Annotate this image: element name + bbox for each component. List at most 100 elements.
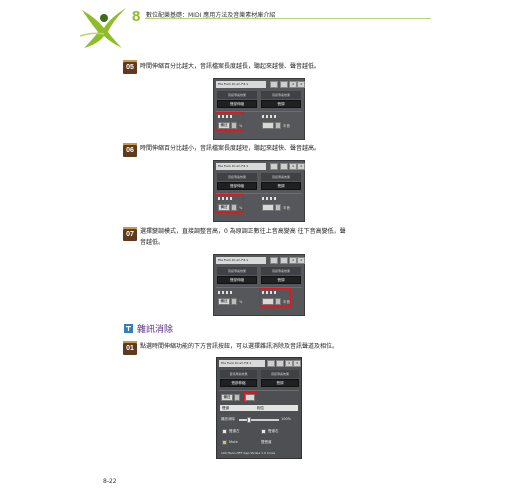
chapter-logo-icon bbox=[79, 8, 126, 48]
panel-pct: % bbox=[239, 206, 243, 210]
panel-stepper bbox=[231, 204, 237, 211]
panel-stepper bbox=[275, 122, 281, 129]
panel-divider bbox=[216, 193, 302, 194]
section-title: 雜訊消除 bbox=[137, 325, 174, 335]
step-text: 選擇變調模式，直接調整音高，0 為原調正數往上音高變高 往下音高變低，聲 bbox=[140, 228, 346, 235]
chapter-number: 8 bbox=[132, 8, 141, 25]
panel-title: File Funk Drum Fill 1 bbox=[216, 81, 266, 88]
step-badge: 05 bbox=[123, 60, 137, 74]
noise-row bbox=[220, 405, 298, 411]
settings-icon bbox=[280, 81, 288, 88]
time-sig-b: 4 bbox=[297, 81, 305, 88]
highlight-box bbox=[215, 194, 244, 213]
screenshot-panel: File Funk Drum Fill 1 4 4 音訊專案效果 音訊專案效果 … bbox=[213, 254, 305, 316]
panel-unit: 半音 bbox=[283, 300, 290, 304]
panel-head-left: 音訊專案效果 bbox=[217, 173, 257, 181]
label-phase: 相位 bbox=[257, 406, 264, 410]
panel-value-box bbox=[262, 122, 274, 129]
panel-stepper bbox=[275, 298, 281, 305]
panel-field-right: 聲調 bbox=[261, 100, 301, 108]
panel-pct: % bbox=[239, 300, 243, 304]
panel-head-right: 音訊專案效果 bbox=[261, 91, 301, 99]
panel-field-right: 聲調 bbox=[261, 276, 301, 284]
label-right: 聲道右 bbox=[268, 429, 279, 433]
time-sig-b: 4 bbox=[293, 360, 301, 367]
highlight-box bbox=[259, 288, 291, 307]
label-mute: Mute bbox=[229, 440, 238, 444]
label-stereo: 雙聲道 bbox=[261, 440, 272, 444]
panel-head-left: 音訊專案效果 bbox=[220, 370, 257, 378]
panel-head-left: 音訊專案效果 bbox=[217, 267, 257, 275]
noise-slider bbox=[239, 419, 279, 421]
record-icon bbox=[267, 360, 275, 367]
page-number: 8-22 bbox=[103, 478, 117, 485]
panel-dots bbox=[218, 115, 232, 118]
screenshot-panel: File Funk Drum Fill 1 4 4 音訊專案效果 音訊專案效果 … bbox=[213, 160, 305, 222]
panel-stepper bbox=[231, 298, 237, 305]
time-sig-a: 4 bbox=[289, 257, 297, 264]
panel-value-box: 備註 bbox=[221, 394, 233, 401]
checkbox bbox=[261, 429, 266, 434]
panel-unit: 半音 bbox=[283, 124, 290, 128]
panel-head-left: 音訊專案效果 bbox=[217, 91, 257, 99]
noise-panel-screenshot: File Funk Drum Fill 1 4 4 音訊專案效果 音訊專案效果 … bbox=[216, 357, 302, 459]
panel-head-right: 音訊專案效果 bbox=[261, 370, 299, 378]
panel-divider bbox=[219, 390, 299, 391]
label-left: 聲道左 bbox=[229, 429, 240, 433]
panel-title: File Funk Drum Fill 1 bbox=[216, 257, 266, 264]
time-sig-a: 4 bbox=[289, 81, 297, 88]
panel-pct: % bbox=[239, 124, 243, 128]
label-channel: 聲道 bbox=[222, 406, 229, 410]
settings-icon bbox=[280, 257, 288, 264]
time-sig-b: 4 bbox=[297, 163, 305, 170]
settings-icon bbox=[280, 163, 288, 170]
panel-value-box: 備註 bbox=[218, 122, 230, 129]
panel-divider bbox=[216, 287, 302, 288]
highlight-box bbox=[215, 112, 244, 131]
record-icon bbox=[270, 257, 278, 264]
checkbox bbox=[222, 440, 227, 445]
panel-value-box bbox=[245, 394, 255, 401]
checkbox bbox=[222, 429, 227, 434]
label-noise-removal: 雜訊消除 bbox=[221, 417, 235, 421]
panel-unit: 半音 bbox=[283, 206, 290, 210]
header-rule bbox=[145, 18, 431, 19]
step-badge: 06 bbox=[123, 143, 137, 157]
record-icon bbox=[270, 163, 278, 170]
panel-value-box: 備註 bbox=[218, 298, 230, 305]
highlight-box bbox=[219, 415, 238, 424]
time-sig-b: 4 bbox=[297, 257, 305, 264]
panel-field-right: 聲調 bbox=[261, 182, 301, 190]
panel-dots bbox=[262, 197, 276, 200]
panel-field-right: 聲調 bbox=[261, 379, 299, 387]
panel-field-left: 聲部伸縮 bbox=[217, 182, 257, 190]
panel-divider bbox=[216, 111, 302, 112]
highlight-box bbox=[244, 392, 258, 402]
panel-title: File Funk Drum Fill 1 bbox=[219, 360, 265, 367]
panel-field-left: 聲部伸縮 bbox=[217, 100, 257, 108]
step-text: 時間伸縮百分比越小，音訊檔案長度越短，聽起來越快、聲音越高。 bbox=[140, 145, 321, 152]
panel-stepper bbox=[231, 122, 237, 129]
chapter-title: 數位配樂基礎：MIDI 應用方法及音樂素材庫介紹 bbox=[146, 12, 276, 19]
panel-value-box: 備註 bbox=[218, 204, 230, 211]
screenshot-panel: File Funk Drum Fill 1 4 4 音訊專案效果 音訊專案效果 … bbox=[213, 78, 305, 140]
step-badge: 07 bbox=[123, 227, 137, 241]
noise-slider-knob bbox=[247, 417, 251, 423]
panel-dots bbox=[262, 291, 276, 294]
step-badge: 01 bbox=[123, 341, 137, 355]
section-icon bbox=[124, 324, 133, 333]
time-sig-a: 4 bbox=[285, 360, 293, 367]
panel-stepper bbox=[234, 394, 240, 401]
panel-field-left: 聲部伸縮 bbox=[217, 276, 257, 284]
panel-value-box bbox=[262, 204, 274, 211]
panel-value-box bbox=[262, 298, 274, 305]
panel-head-right: 音訊專案效果 bbox=[261, 267, 301, 275]
label-percent: 100% bbox=[281, 417, 292, 421]
panel-footer-text: 100 Hann-HFF Gap Strobe 1.0 Cross bbox=[221, 451, 276, 455]
panel-dots bbox=[262, 115, 276, 118]
panel-stepper bbox=[275, 204, 281, 211]
panel-title: File Funk Drum Fill 1 bbox=[216, 163, 266, 170]
step-text: 時間伸縮百分比越大，音訊檔案長度越長，聽起來越慢、聲音越低。 bbox=[140, 63, 321, 70]
step-text: 點選時間伸縮功能的下方音訊按鈕，可以選擇雜訊消除及音訊聲道及相位。 bbox=[140, 343, 339, 350]
record-icon bbox=[270, 81, 278, 88]
